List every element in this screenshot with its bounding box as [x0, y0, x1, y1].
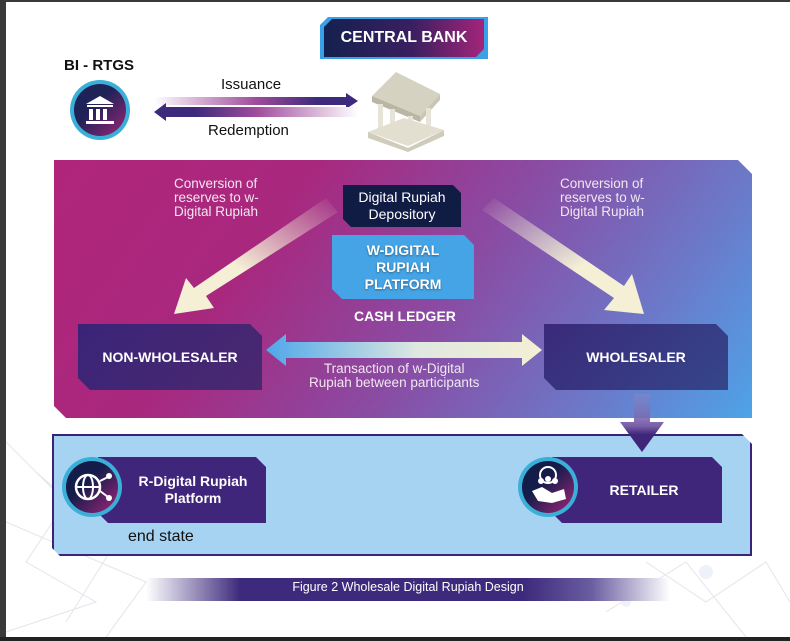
transaction-text: Transaction of w-Digital Rupiah between …	[309, 361, 480, 390]
diagram-page: CENTRAL BANK BI - RTGS Issuance Redempti…	[6, 2, 790, 637]
conversion-text-left: Conversion of reserves to w- Digital Rup…	[174, 176, 259, 219]
bank-icon	[70, 80, 130, 140]
cash-ledger-label: CASH LEDGER	[354, 308, 456, 324]
issuance-label: Issuance	[221, 76, 282, 93]
issuance-redemption-arrows	[154, 93, 358, 121]
globe-network-icon	[62, 457, 122, 517]
wholesaler-box: WHOLESALER	[544, 324, 728, 390]
end-state-label: end state	[128, 528, 194, 545]
conversion-arrow-right	[482, 198, 644, 314]
transaction-arrow	[266, 334, 542, 366]
redemption-label: Redemption	[208, 122, 289, 139]
redemption-arrow	[154, 103, 358, 121]
figure-caption: Figure 2 Wholesale Digital Rupiah Design	[292, 580, 524, 594]
wholesaler-to-retailer-arrow	[620, 394, 664, 452]
wholesale-arrows	[174, 198, 644, 366]
handshake-people-icon	[518, 457, 578, 517]
viewer-bottom-bar	[0, 637, 790, 641]
issuance-arrow	[154, 93, 358, 109]
central-bank-badge: CENTRAL BANK	[320, 17, 488, 59]
non-wholesaler-box: NON-WHOLESALER	[78, 324, 262, 390]
retailer-box: RETAILER	[552, 457, 722, 523]
conversion-text-right: Conversion of reserves to w- Digital Rup…	[560, 176, 645, 219]
bi-rtgs-label: BI - RTGS	[64, 57, 134, 74]
caption-bar	[146, 578, 670, 601]
conversion-arrow-left	[174, 198, 338, 314]
bank-building-icon	[368, 72, 444, 152]
central-bank-label: CENTRAL BANK	[324, 19, 484, 57]
